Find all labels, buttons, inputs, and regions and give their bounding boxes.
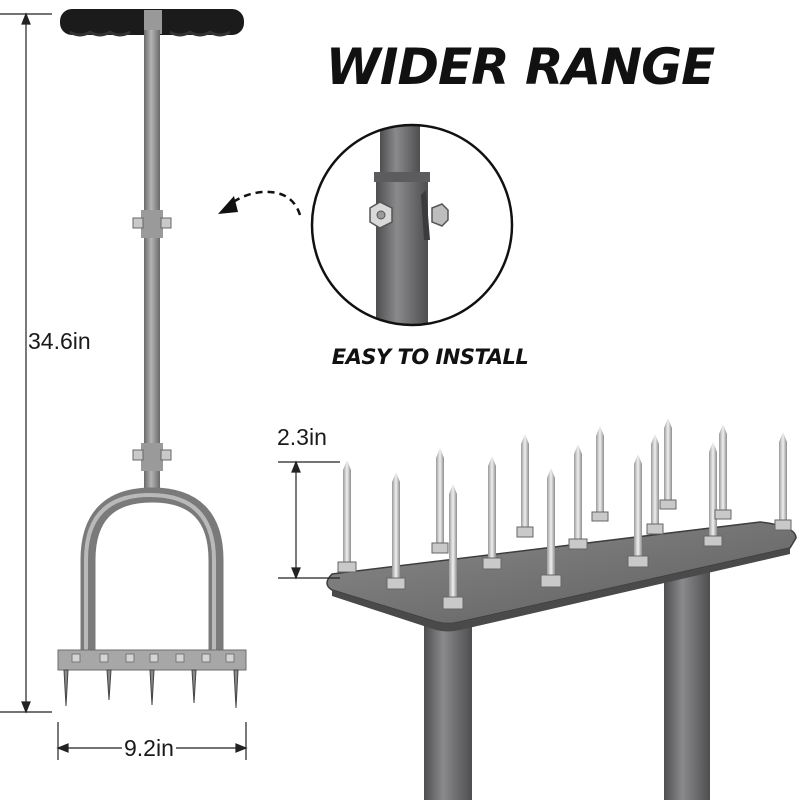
spike-length-label: 2.3in <box>277 424 327 451</box>
subheadline: EASY TO INSTALL <box>331 345 529 369</box>
u-frame <box>80 487 224 655</box>
spike-dimension-line <box>278 460 340 580</box>
plate-leg-left <box>424 615 472 800</box>
shaft-joint-upper <box>132 210 172 238</box>
headline: WIDER RANGE <box>325 38 716 96</box>
shaft-joint-lower <box>132 443 172 471</box>
spiked-plate-closeup <box>326 418 797 800</box>
spikes <box>337 418 792 610</box>
width-label: 9.2in <box>122 735 176 762</box>
base-spikes <box>63 669 239 709</box>
curved-arrow-icon <box>218 190 302 216</box>
nut-icon <box>431 203 449 227</box>
aerator-tool <box>57 9 247 709</box>
grip-handle <box>60 9 244 37</box>
zoom-circle <box>310 123 514 327</box>
height-dimension-line <box>0 12 52 714</box>
hex-bolt-icon <box>369 201 393 229</box>
shaft <box>144 30 160 500</box>
height-label: 34.6in <box>28 326 91 357</box>
plate-leg-right <box>664 560 710 800</box>
